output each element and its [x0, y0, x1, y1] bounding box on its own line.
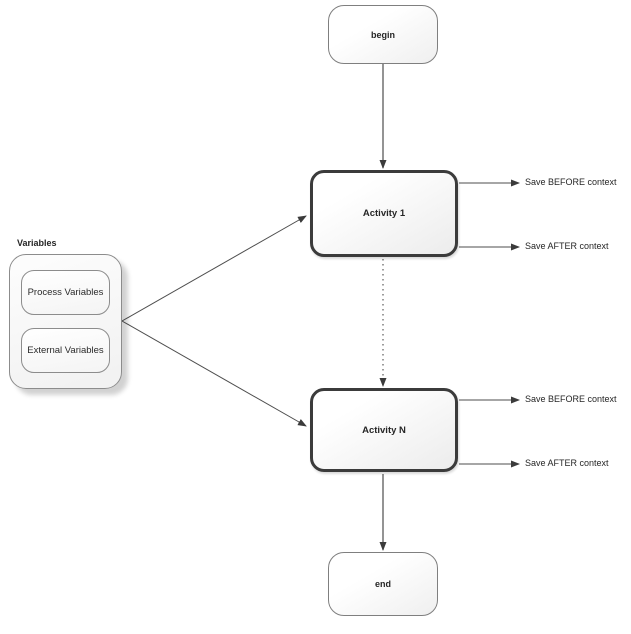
arrow-variables-to-activity1 — [121, 215, 307, 322]
activity1-save-after-label: Save AFTER context — [525, 241, 609, 251]
activity1-node: Activity 1 — [310, 170, 458, 257]
variables-group-container: Process Variables External Variables — [9, 254, 122, 389]
process-variables-node: Process Variables — [21, 270, 110, 315]
variables-group-label: Variables — [17, 238, 57, 248]
activityN-save-before-label: Save BEFORE context — [525, 394, 617, 404]
activity1-save-before-label: Save BEFORE context — [525, 177, 617, 187]
activityN-save-after-label: Save AFTER context — [525, 458, 609, 468]
external-variables-node: External Variables — [21, 328, 110, 373]
begin-node: begin — [328, 5, 438, 64]
arrow-variables-to-activityN — [121, 320, 307, 427]
activityN-node: Activity N — [310, 388, 458, 472]
end-node: end — [328, 552, 438, 616]
